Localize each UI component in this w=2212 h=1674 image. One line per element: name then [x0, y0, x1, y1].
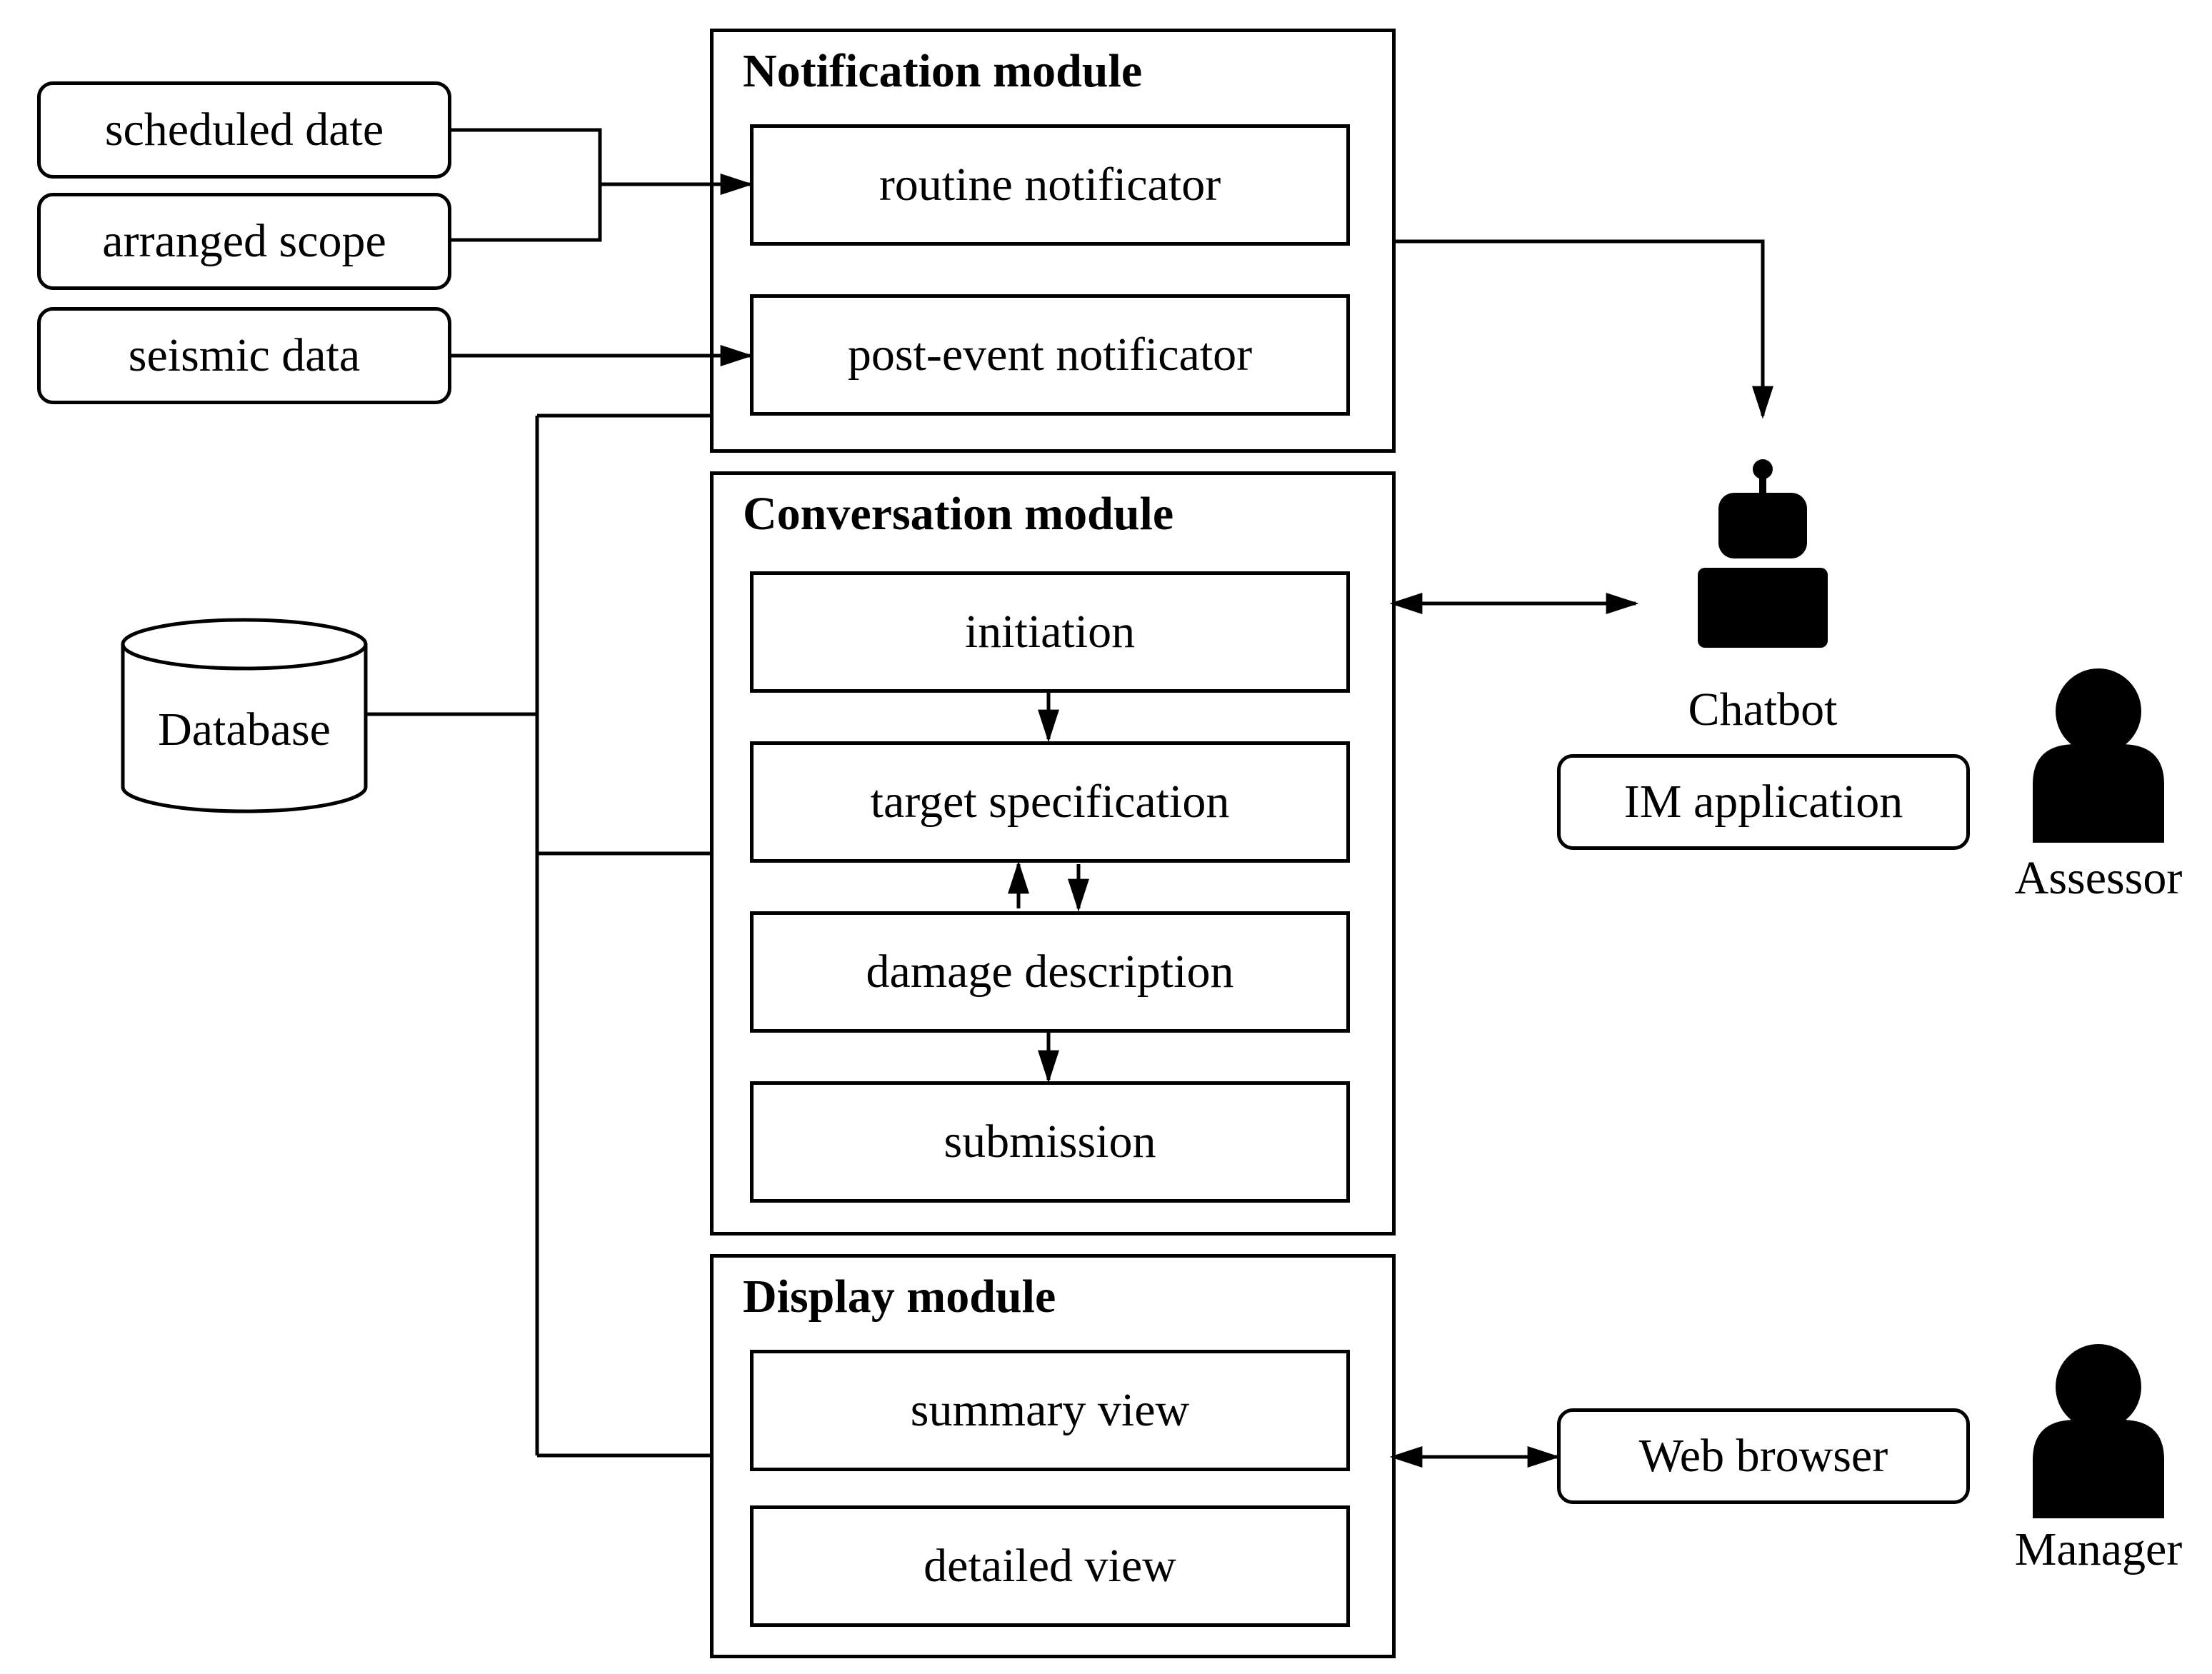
seismic-data-box: seismic data	[37, 307, 451, 404]
seismic-data-label: seismic data	[128, 329, 361, 381]
detailed-view-label: detailed view	[924, 1540, 1176, 1592]
connector-scheduled-date	[450, 128, 602, 242]
damage-description-label: damage description	[866, 946, 1234, 998]
detailed-view-box: detailed view	[750, 1505, 1350, 1627]
notification-module-title: Notification module	[743, 45, 1143, 97]
routine-notificator-label: routine notificator	[879, 159, 1221, 211]
target-specification-label: target specification	[870, 776, 1230, 828]
submission-label: submission	[944, 1116, 1156, 1168]
database-icon	[121, 618, 368, 813]
manager-label: Manager	[2014, 1523, 2183, 1575]
manager-person-icon	[2033, 1344, 2164, 1518]
assessor-person-icon	[2033, 668, 2164, 843]
scheduled-date-label: scheduled date	[104, 104, 384, 156]
initiation-box: initiation	[750, 571, 1350, 693]
arranged-scope-label: arranged scope	[102, 215, 386, 267]
assessor-label: Assessor	[2014, 852, 2183, 904]
initiation-label: initiation	[964, 606, 1136, 658]
summary-view-label: summary view	[910, 1384, 1190, 1436]
im-application-box: IM application	[1557, 754, 1970, 850]
arranged-scope-box: arranged scope	[37, 193, 451, 290]
post-event-notificator-label: post-event notificator	[847, 329, 1253, 381]
web-browser-label: Web browser	[1638, 1430, 1888, 1482]
damage-description-box: damage description	[750, 911, 1350, 1033]
notification-module	[710, 29, 1396, 453]
arrow-notification-to-chatbot	[1393, 239, 1773, 419]
post-event-notificator-box: post-event notificator	[750, 294, 1350, 416]
target-specification-box: target specification	[750, 741, 1350, 863]
conversation-module	[710, 471, 1396, 1236]
scheduled-date-box: scheduled date	[37, 81, 451, 179]
im-application-label: IM application	[1623, 776, 1903, 828]
routine-notificator-box: routine notificator	[750, 124, 1350, 246]
conversation-module-title: Conversation module	[743, 488, 1174, 540]
display-module	[710, 1254, 1396, 1658]
web-browser-box: Web browser	[1557, 1408, 1970, 1504]
submission-box: submission	[750, 1081, 1350, 1203]
robot-icon	[1698, 459, 1828, 648]
display-module-title: Display module	[743, 1270, 1056, 1323]
summary-view-box: summary view	[750, 1350, 1350, 1471]
chatbot-label: Chatbot	[1688, 683, 1838, 736]
database-label: Database	[158, 703, 331, 756]
